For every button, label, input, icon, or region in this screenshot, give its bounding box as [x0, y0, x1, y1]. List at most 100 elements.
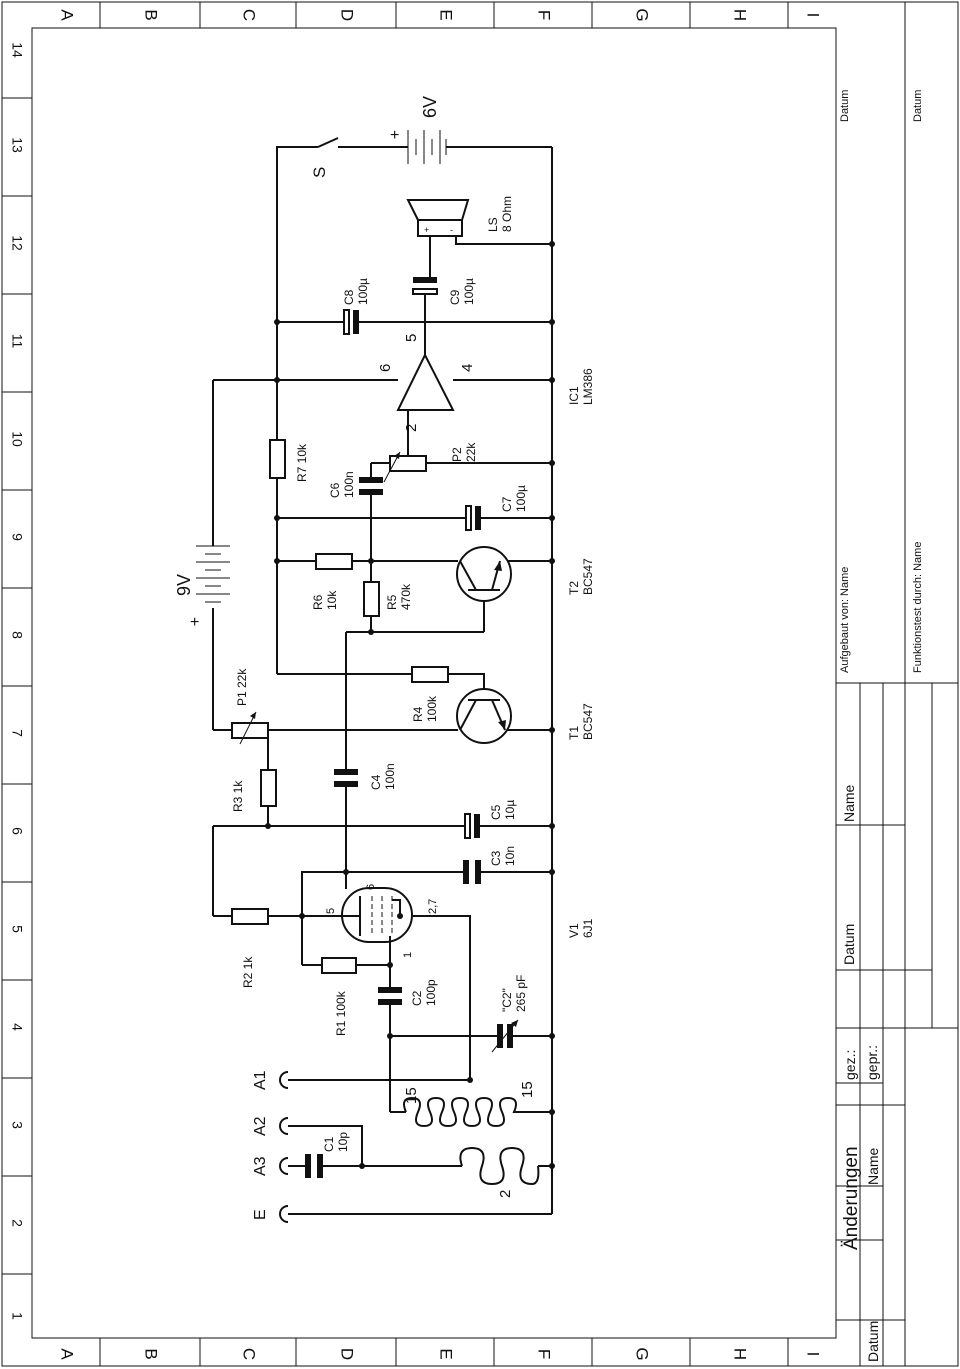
capacitor-c8: C8 100µ — [342, 278, 370, 335]
svg-text:5: 5 — [325, 908, 337, 914]
svg-text:A2: A2 — [252, 1116, 269, 1136]
svg-text:15: 15 — [403, 1087, 420, 1104]
svg-text:R2 1k: R2 1k — [241, 956, 255, 988]
svg-text:2: 2 — [9, 1219, 25, 1227]
datum-label-1: Datum — [839, 90, 851, 122]
name-column-header: Name — [865, 1147, 881, 1185]
svg-text:R6: R6 — [311, 594, 325, 610]
svg-text:V1: V1 — [567, 923, 581, 938]
switch-label: S — [310, 167, 329, 178]
name-header: Name — [841, 784, 857, 822]
svg-text:R4: R4 — [411, 706, 425, 722]
svg-text:5: 5 — [9, 925, 25, 933]
svg-text:8: 8 — [9, 631, 25, 639]
capacitor-c5: C5 10µ — [464, 800, 517, 839]
battery-9v: 9V + — [174, 545, 230, 631]
svg-text:BC547: BC547 — [581, 558, 595, 595]
battery-6v: + 6V — [390, 96, 447, 164]
svg-text:2: 2 — [403, 424, 420, 432]
capacitor-c6: C6 100n — [328, 471, 383, 498]
capacitor-c2: C2 100p — [378, 979, 438, 1006]
svg-text:1: 1 — [9, 1312, 25, 1320]
svg-text:I: I — [804, 1352, 823, 1357]
antenna-terminals: A1 A2 A3 E — [252, 1070, 289, 1223]
svg-text:F: F — [535, 1349, 554, 1359]
svg-text:D: D — [338, 9, 357, 21]
svg-text:C6: C6 — [328, 482, 342, 498]
gez-label: gez.: — [842, 1050, 858, 1080]
svg-text:5: 5 — [403, 334, 420, 342]
capacitor-c3: C3 10n — [463, 846, 517, 884]
svg-text:10k: 10k — [325, 590, 339, 610]
svg-text:R5: R5 — [385, 594, 399, 610]
svg-text:C9: C9 — [448, 289, 462, 305]
funktionstest-label: Funktionstest durch: Name — [912, 542, 924, 673]
svg-text:C1: C1 — [322, 1136, 336, 1152]
svg-text:B: B — [142, 1348, 161, 1359]
svg-text:9: 9 — [9, 533, 25, 541]
svg-text:+: + — [390, 127, 399, 144]
svg-text:6V: 6V — [420, 96, 440, 118]
svg-text:G: G — [633, 1347, 652, 1360]
svg-text:LS: LS — [486, 217, 500, 232]
svg-text:12: 12 — [9, 235, 25, 251]
row-ticks — [2, 97, 32, 1275]
resistor-r7: R7 10k — [269, 439, 309, 482]
svg-text:R1 100k: R1 100k — [334, 990, 348, 1036]
svg-text:C3: C3 — [489, 850, 503, 866]
svg-text:G: G — [633, 8, 652, 21]
svg-text:I: I — [804, 13, 823, 18]
svg-text:T1: T1 — [567, 726, 581, 740]
junction-dots — [265, 241, 555, 1169]
svg-text:R3 1k: R3 1k — [231, 780, 245, 812]
svg-text:6J1: 6J1 — [581, 918, 595, 938]
svg-text:+: + — [190, 614, 199, 631]
column-labels-bottom: A B C D E F G H I — [58, 1347, 823, 1360]
svg-text:LM386: LM386 — [581, 368, 595, 405]
svg-text:P1 22k: P1 22k — [235, 668, 249, 706]
svg-text:H: H — [731, 1348, 750, 1360]
svg-text:C2: C2 — [410, 990, 424, 1006]
title-block — [836, 2, 958, 1366]
column-ticks — [99, 2, 789, 1366]
svg-text:22k: 22k — [464, 442, 478, 462]
coil-main: 15 15 — [403, 1081, 536, 1128]
amplifier-ic1: 6 5 4 2 IC1 LM386 — [377, 334, 595, 432]
svg-text:IC1: IC1 — [567, 386, 581, 405]
aufgebaut-label: Aufgebaut von: Name — [839, 567, 851, 673]
resistor-r2: R2 1k — [231, 908, 269, 988]
svg-text:A3: A3 — [252, 1156, 269, 1176]
potentiometer-p1: P1 22k — [231, 668, 269, 745]
svg-text:"C2": "C2" — [500, 988, 514, 1012]
svg-text:8 Ohm: 8 Ohm — [500, 196, 514, 232]
svg-text:C: C — [240, 1348, 259, 1360]
capacitor-c4: C4 100n — [334, 763, 397, 790]
svg-text:10p: 10p — [336, 1132, 350, 1152]
svg-text:3: 3 — [9, 1121, 25, 1129]
svg-text:C5: C5 — [489, 804, 503, 820]
svg-text:E: E — [437, 9, 456, 20]
transistor-t1: T1 BC547 — [456, 688, 595, 744]
svg-text:470k: 470k — [399, 583, 413, 610]
svg-text:E: E — [437, 1348, 456, 1359]
svg-text:2: 2 — [497, 1190, 514, 1198]
svg-text:E: E — [252, 1209, 269, 1220]
svg-text:+: + — [424, 225, 429, 235]
vacuum-tube-v1: 5 6 2,7 1 V1 6J1 — [325, 872, 595, 958]
variable-capacitor-c2: "C2" 265 pF — [491, 975, 528, 1053]
svg-text:F: F — [535, 10, 554, 20]
svg-text:100µ: 100µ — [514, 485, 528, 512]
potentiometer-p2: P2 22k — [383, 442, 478, 483]
transistor-t2: T2 BC547 — [456, 546, 595, 602]
svg-text:7: 7 — [9, 729, 25, 737]
resistor-r4: R4 100k — [411, 666, 449, 722]
aenderungen-title: Änderungen — [841, 1146, 862, 1250]
svg-text:D: D — [338, 1348, 357, 1360]
capacitor-c9: C9 100µ — [412, 277, 476, 305]
resistor-r6: R6 10k — [311, 553, 353, 610]
column-labels-top: A B C D E F G H I — [58, 8, 823, 21]
svg-text:11: 11 — [9, 334, 25, 349]
svg-text:C8: C8 — [342, 289, 356, 305]
svg-text:B: B — [142, 9, 161, 20]
